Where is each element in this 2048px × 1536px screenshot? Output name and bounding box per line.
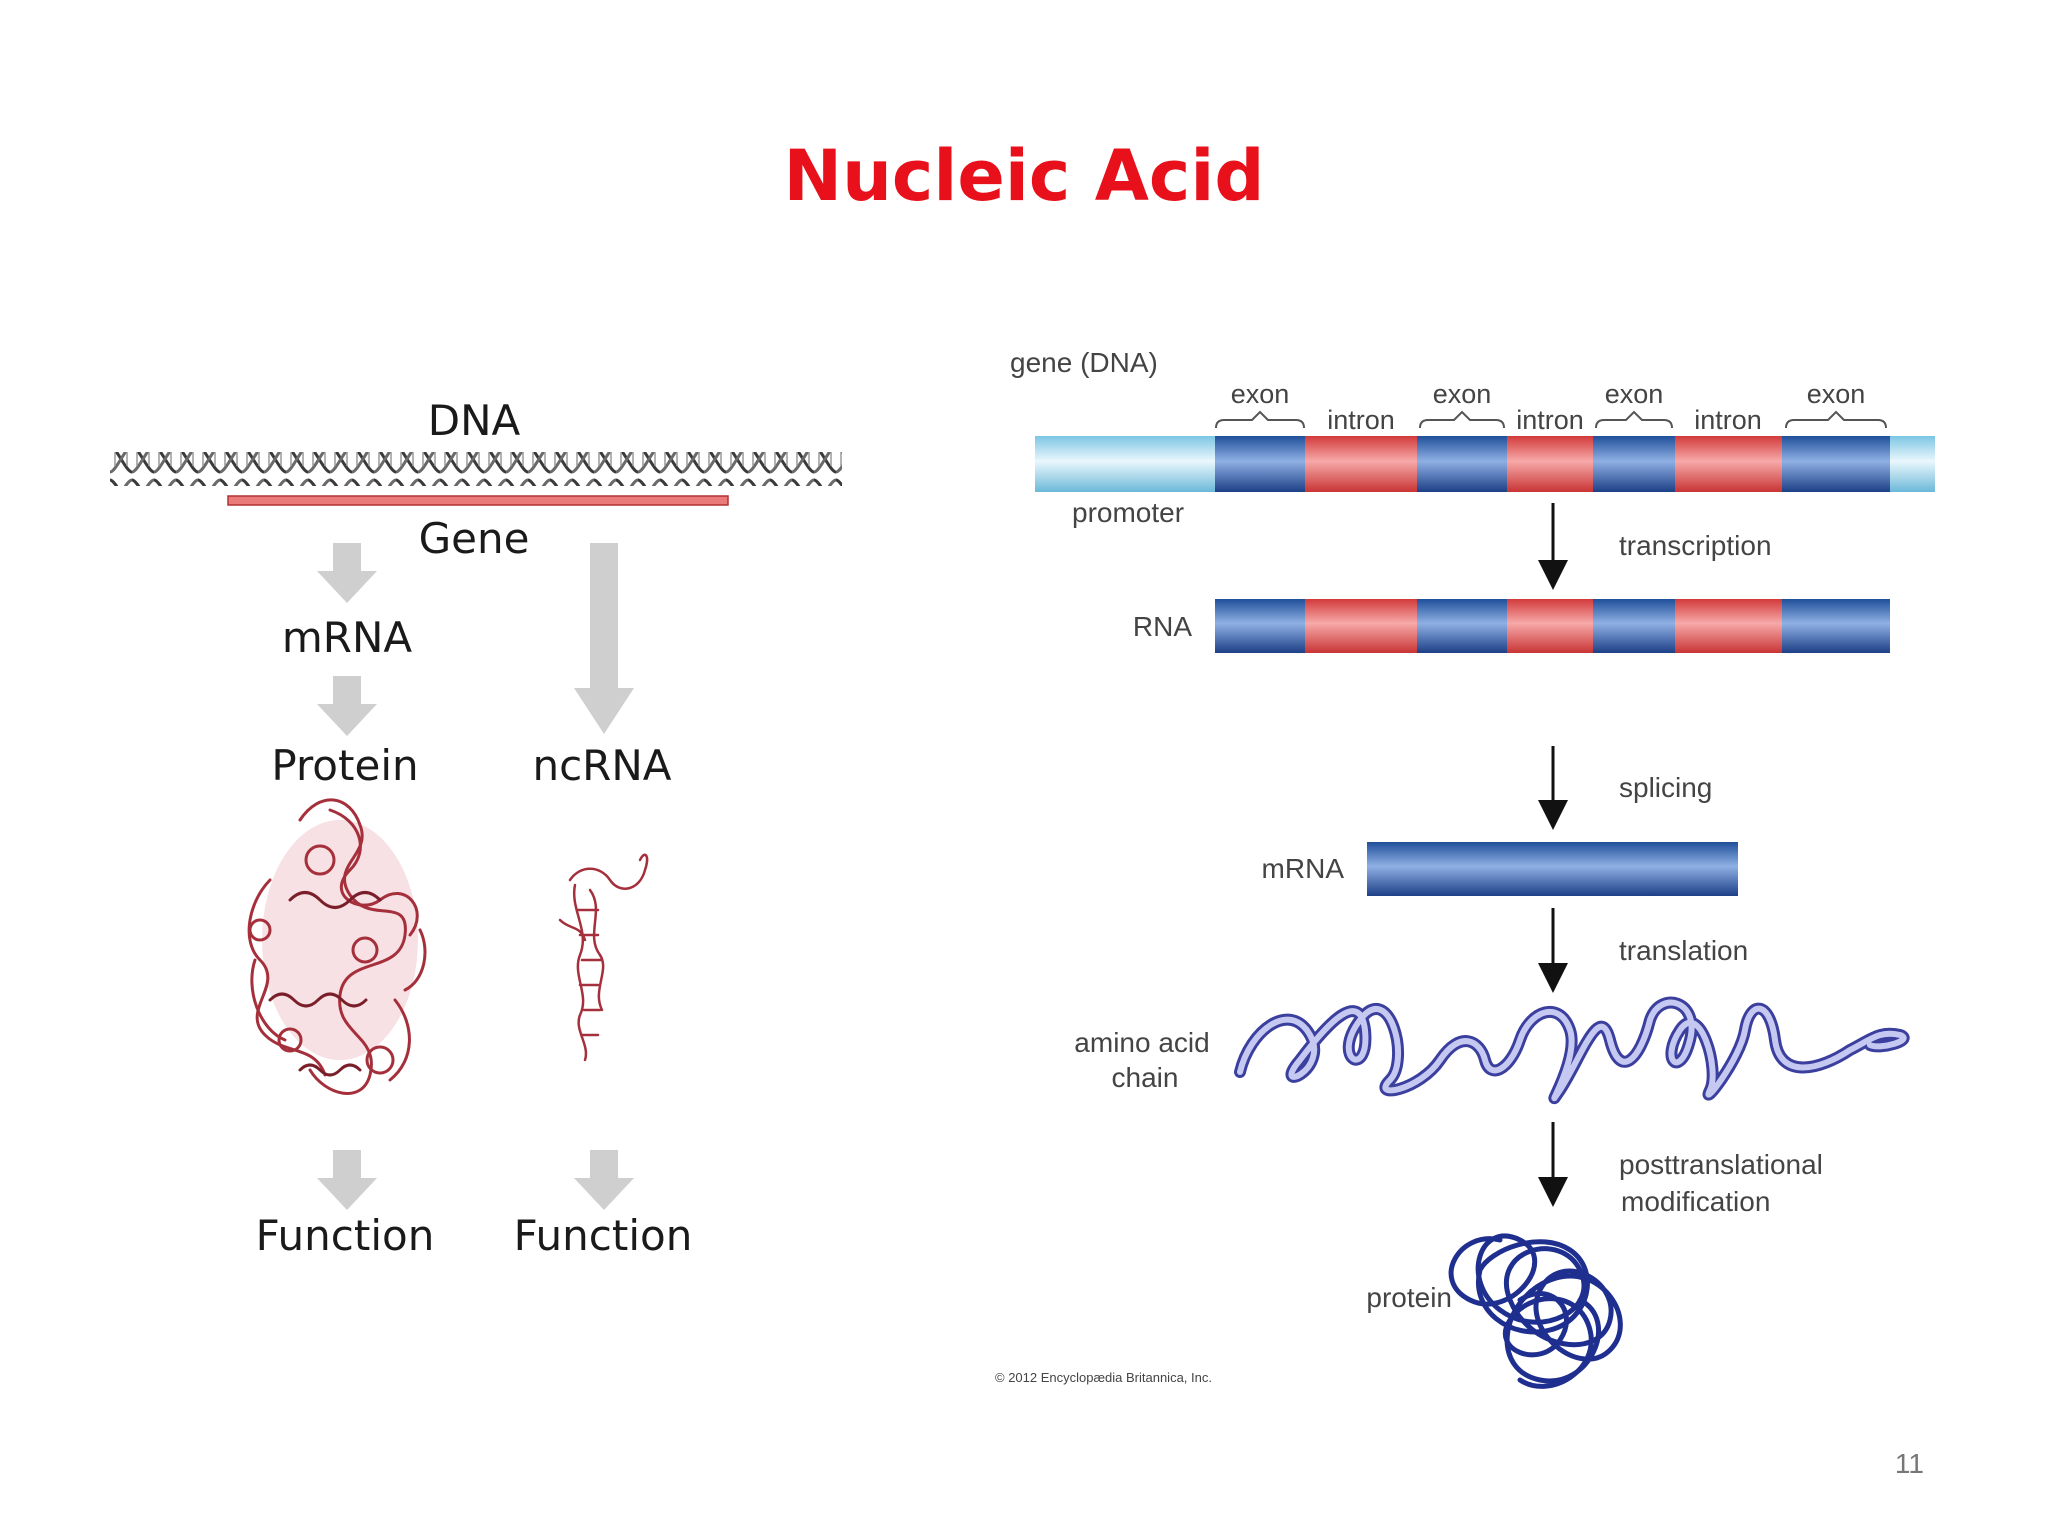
exon-braces <box>1215 410 1887 429</box>
protein-label: Protein <box>271 741 418 790</box>
dna-helix <box>110 452 842 486</box>
slide-title: Nucleic Acid <box>783 135 1265 217</box>
translation-label: translation <box>1619 935 1748 966</box>
ncrna-structure-image <box>558 853 649 1062</box>
posttranslational-label-line1: posttranslational <box>1619 1149 1823 1180</box>
gene-dna-label: gene (DNA) <box>1010 347 1158 378</box>
function-label-protein: Function <box>256 1211 435 1260</box>
rna-bar <box>1215 599 1890 653</box>
dna-label: DNA <box>428 396 521 445</box>
transcription-label: transcription <box>1619 530 1772 561</box>
mrna-label: mRNA <box>282 613 413 662</box>
gene-label: Gene <box>419 514 530 563</box>
exon-label-1: exon <box>1231 379 1290 409</box>
gene-dna-bar <box>1035 436 1935 492</box>
amino-acid-chain-label-line2: chain <box>1112 1062 1179 1093</box>
posttranslational-label-line2: modification <box>1621 1186 1770 1217</box>
protein-right-label: protein <box>1366 1282 1452 1313</box>
mrna-right-label: mRNA <box>1262 853 1345 884</box>
arrow-protein-to-function <box>317 1150 377 1210</box>
arrow-gene-to-ncrna <box>574 543 634 734</box>
amino-acid-chain-label-line1: amino acid <box>1074 1027 1209 1058</box>
arrow-gene-to-mrna <box>317 543 377 603</box>
page-number: 11 <box>1894 1448 1924 1479</box>
mrna-bar <box>1367 842 1738 896</box>
promoter-label: promoter <box>1072 497 1184 528</box>
ncrna-label: ncRNA <box>532 741 671 790</box>
protein-structure-image <box>247 798 427 1095</box>
splicing-label: splicing <box>1619 772 1712 803</box>
intron-label-1: intron <box>1327 405 1395 435</box>
right-diagram: gene (DNA) exon exon exon exon intron in… <box>995 347 1935 1389</box>
intron-label-2: intron <box>1516 405 1584 435</box>
left-diagram: DNA Gene mRNA Protein ncRNA <box>110 396 842 1260</box>
exon-label-3: exon <box>1605 379 1664 409</box>
exon-label-2: exon <box>1433 379 1492 409</box>
arrow-mrna-to-protein <box>317 676 377 736</box>
rna-label: RNA <box>1133 611 1192 642</box>
arrow-ncrna-to-function <box>574 1150 634 1210</box>
exon-label-4: exon <box>1807 379 1866 409</box>
protein-tangle <box>1448 1233 1623 1389</box>
intron-label-3: intron <box>1694 405 1762 435</box>
copyright-text: © 2012 Encyclopædia Britannica, Inc. <box>995 1370 1212 1385</box>
gene-bar <box>227 495 729 506</box>
amino-acid-chain <box>1234 996 1910 1105</box>
function-label-ncrna: Function <box>514 1211 693 1260</box>
